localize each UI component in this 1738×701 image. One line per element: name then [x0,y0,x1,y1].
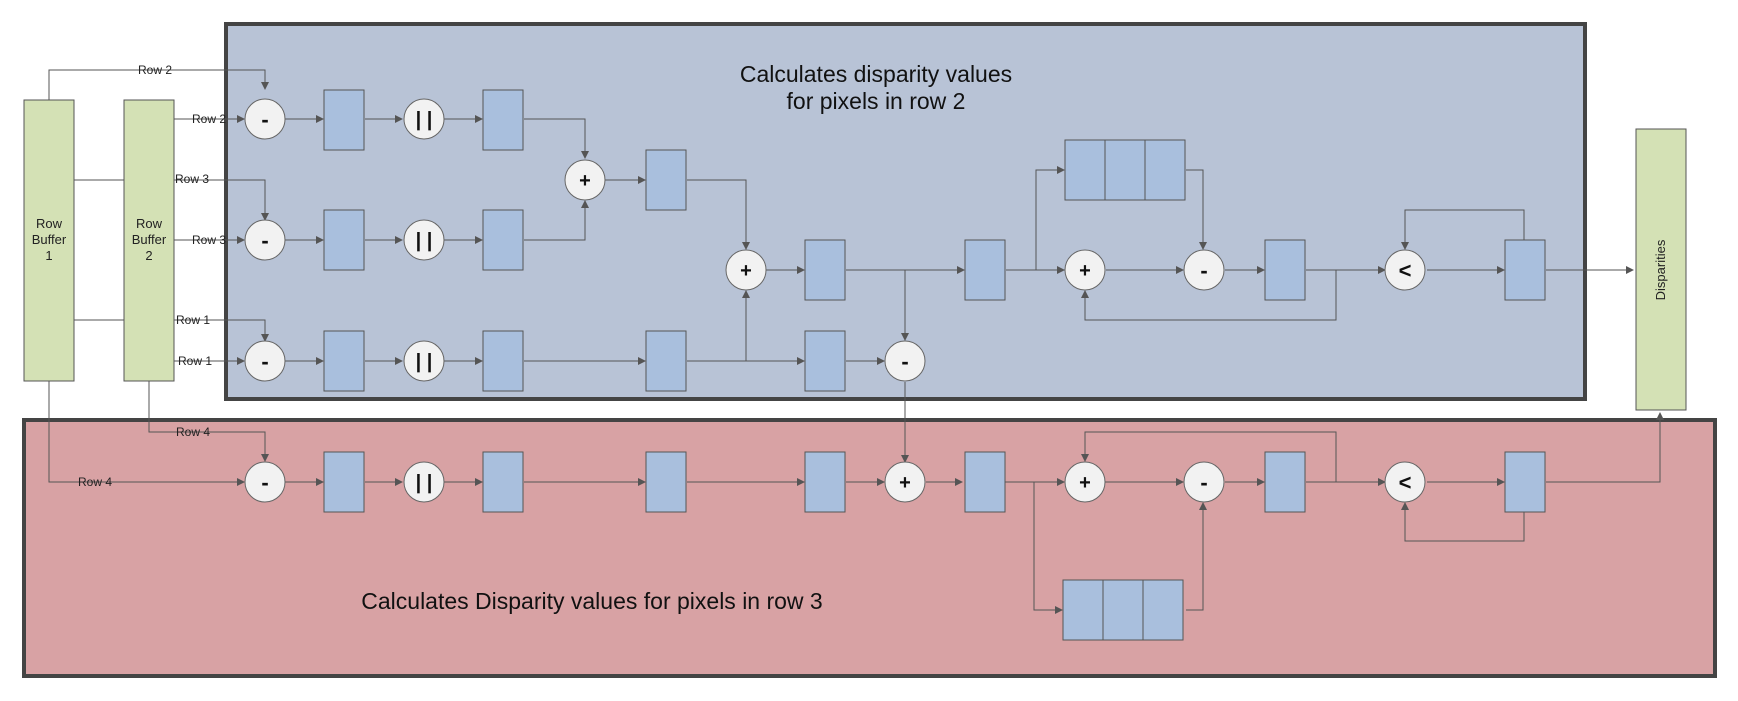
subtract-symbol: - [261,349,268,374]
register [323,330,365,392]
register [482,451,524,513]
register [323,209,365,271]
subtract-operator [1183,461,1225,503]
absolute-operator [403,340,445,382]
wire-label-row2-top: Row 2 [138,63,172,77]
register-shift-buffer [1062,579,1104,641]
absolute-symbol: | | [416,230,433,252]
absolute-operator [403,98,445,140]
compare-operator [1384,461,1426,503]
wire-label-row1-b: Row 1 [178,354,212,368]
subtract-symbol: - [261,107,268,132]
compare-operator [1384,249,1426,291]
add-operator [1064,249,1106,291]
register [1264,239,1306,301]
absolute-symbol: | | [416,109,433,131]
wire-label-row1-a: Row 1 [176,313,210,327]
compare-symbol: < [1399,258,1412,283]
add-operator [1064,461,1106,503]
absolute-symbol: | | [416,351,433,373]
subtract-operator [244,219,286,261]
bottom-region-wires [48,381,1664,614]
add-operator [564,159,606,201]
compare-symbol: < [1399,470,1412,495]
register [804,330,846,392]
row-buffer-1-label-line3: 1 [45,248,52,263]
register [1264,451,1306,513]
row-buffer-2-label-line1: Row [136,216,163,231]
register [964,451,1006,513]
register [482,89,524,151]
top-region-title-line2: for pixels in row 2 [787,88,966,114]
register-shift-buffer [1064,139,1106,201]
wire-label-row2-mid: Row 2 [192,112,226,126]
wire-label-row3-a: Row 3 [175,172,209,186]
subtract-operator [244,98,286,140]
register [645,149,687,211]
subtract-symbol: - [1200,470,1207,495]
row3-disparity-region [22,418,1717,678]
bottom-region-title: Calculates Disparity values for pixels i… [361,588,822,614]
add-symbol: + [1079,260,1091,282]
wire-label-row4-b: Row 4 [78,475,112,489]
register [645,451,687,513]
subtract-operator [1183,249,1225,291]
disparities-output-buffer [1635,128,1687,411]
top-region-wires [48,69,1634,463]
row-buffer-1-label-line1: Row [36,216,63,231]
row-buffer-1 [23,99,75,382]
register [964,239,1006,301]
subtract-operator [244,340,286,382]
register [804,239,846,301]
row-buffer-2 [123,99,175,382]
absolute-symbol: | | [416,472,433,494]
subtract-operator [244,461,286,503]
add-symbol: + [899,472,911,494]
add-symbol: + [740,260,752,282]
subtract-symbol: - [1200,258,1207,283]
top-region-title-line1: Calculates disparity values [740,61,1012,87]
register [1504,451,1546,513]
register-shift-buffer [1142,579,1184,641]
subtract-operator [884,340,926,382]
register [482,209,524,271]
register [482,330,524,392]
subtract-symbol: - [261,228,268,253]
add-symbol: + [579,170,591,192]
add-operator [884,461,926,503]
add-symbol: + [1079,472,1091,494]
row-buffer-2-label-line3: 2 [145,248,152,263]
subtract-symbol: - [901,349,908,374]
register [323,451,365,513]
absolute-operator [403,219,445,261]
disparities-label: Disparities [1653,239,1668,300]
add-operator [725,249,767,291]
register [1504,239,1546,301]
register [323,89,365,151]
wire-label-row3-b: Row 3 [192,233,226,247]
register-shift-buffer [1104,139,1146,201]
row-buffer-2-label-line2: Buffer [132,232,167,247]
register [645,330,687,392]
register-shift-buffer [1102,579,1144,641]
row-buffer-1-label-line2: Buffer [32,232,67,247]
register [804,451,846,513]
register-shift-buffer [1144,139,1186,201]
wire-label-row4-a: Row 4 [176,425,210,439]
subtract-symbol: - [261,470,268,495]
absolute-operator [403,461,445,503]
